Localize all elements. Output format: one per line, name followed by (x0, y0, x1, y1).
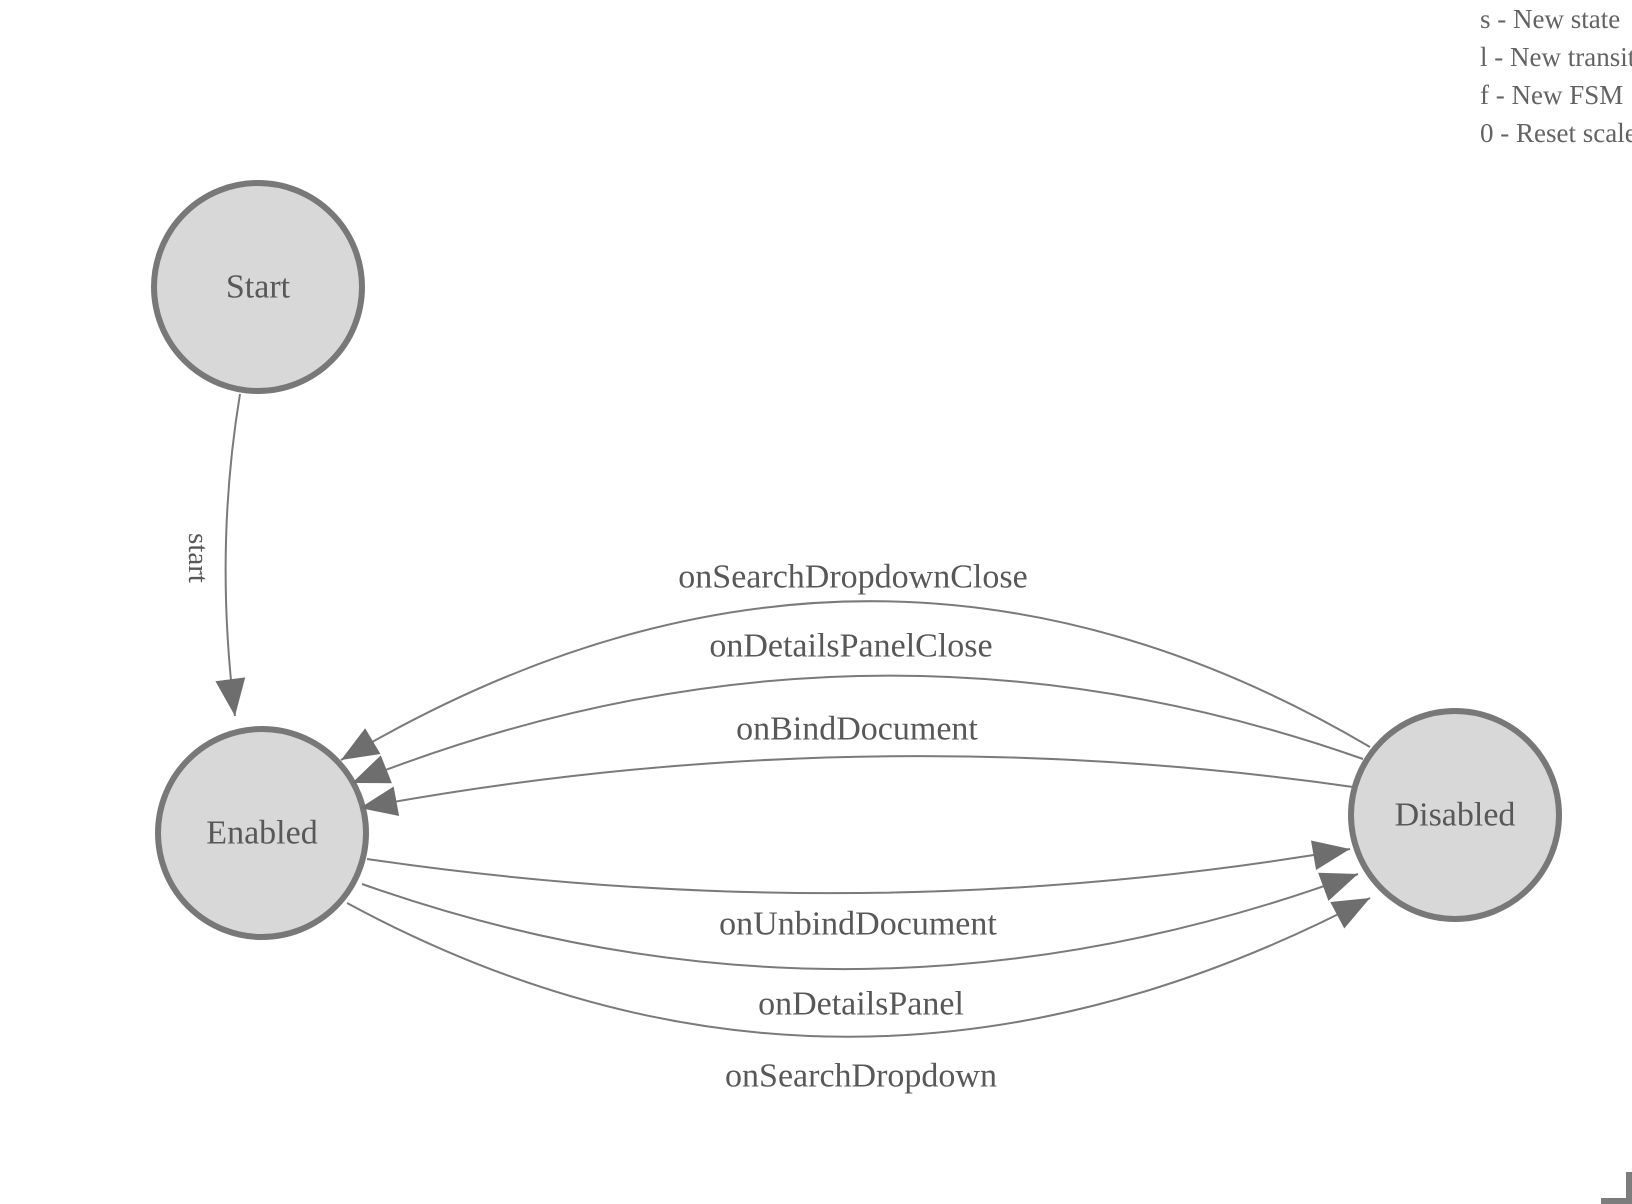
transition-label-ondetailspanel[interactable]: onDetailsPanel (758, 986, 964, 1023)
state-node-enabled[interactable] (155, 726, 369, 940)
arrowhead-icon (1330, 898, 1370, 929)
state-node-disabled[interactable] (1348, 708, 1562, 922)
transition-edge-onbinddocument[interactable] (359, 755, 1354, 809)
legend-line-reset-scale: 0 - Reset scale (1480, 118, 1632, 148)
transition-label-ondetailspanelclose[interactable]: onDetailsPanelClose (709, 628, 992, 665)
corner-bracket-vertical-bar (1626, 1172, 1632, 1204)
transition-edge-onunbinddocument[interactable] (366, 848, 1351, 895)
corner-bracket-horizontal-bar (1601, 1198, 1632, 1204)
transition-edge-ondetailspanelclose[interactable] (351, 674, 1364, 784)
legend-line-new-state: s - New state (1480, 4, 1621, 34)
transition-edge-onsearchdropdown[interactable] (346, 897, 1371, 1038)
legend-line-new-transition: l - New transition (1480, 42, 1632, 72)
transition-edge-start[interactable] (224, 393, 241, 717)
transition-edge-ondetailspanel[interactable] (361, 873, 1359, 971)
transition-edge-onsearchdropdownclose[interactable] (340, 600, 1371, 761)
state-label-disabled: Disabled (1395, 797, 1516, 834)
transition-label-onsearchdropdownclose[interactable]: onSearchDropdownClose (678, 559, 1027, 596)
arrowhead-icon (1311, 840, 1350, 871)
shortcut-legend: s - New state l - New transition f - New… (1480, 0, 1632, 152)
state-node-start[interactable] (151, 180, 365, 394)
arrowhead-icon (360, 786, 400, 816)
transition-label-start[interactable]: start (182, 533, 214, 583)
transition-label-onbinddocument[interactable]: onBindDocument (736, 711, 978, 748)
arrowhead-icon (215, 677, 246, 716)
arrowhead-icon (341, 728, 381, 760)
transition-label-onunbinddocument[interactable]: onUnbindDocument (719, 906, 997, 943)
arrowhead-icon (352, 755, 392, 784)
state-label-enabled: Enabled (206, 815, 317, 852)
legend-line-new-fsm: f - New FSM (1480, 80, 1624, 110)
transition-label-onsearchdropdown[interactable]: onSearchDropdown (725, 1058, 997, 1095)
arrowhead-icon (1318, 872, 1358, 901)
state-label-start: Start (226, 269, 291, 306)
